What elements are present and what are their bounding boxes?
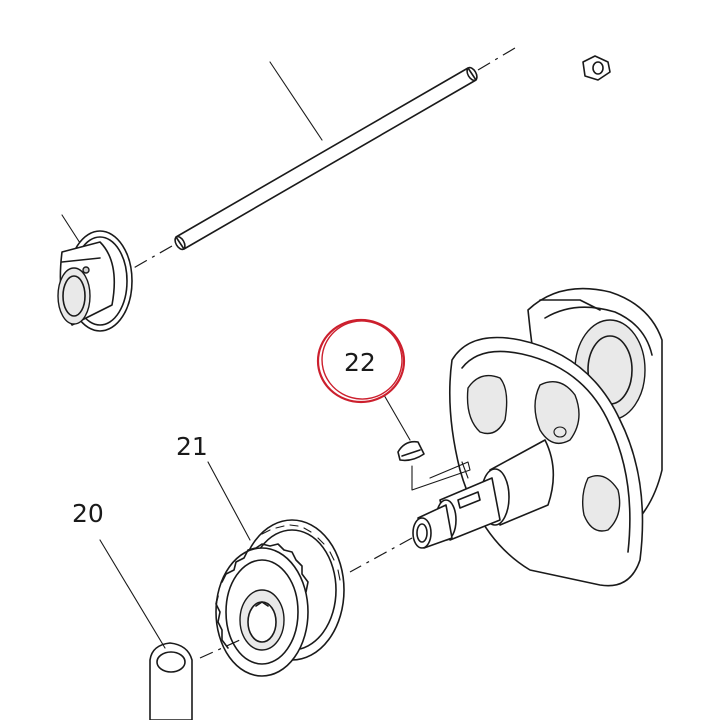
woodruff-key bbox=[383, 394, 471, 491]
sprocket-gear bbox=[207, 461, 345, 677]
shaft-rod bbox=[129, 44, 521, 271]
bushing bbox=[57, 214, 133, 332]
crankshaft bbox=[349, 287, 663, 587]
washer bbox=[99, 539, 241, 720]
callout-label-22: 22 bbox=[344, 348, 376, 377]
callout-label-21: 21 bbox=[176, 432, 208, 461]
nut-fragment bbox=[582, 55, 611, 81]
callout-label-20: 20 bbox=[72, 499, 104, 528]
highlight-circle bbox=[316, 318, 406, 404]
